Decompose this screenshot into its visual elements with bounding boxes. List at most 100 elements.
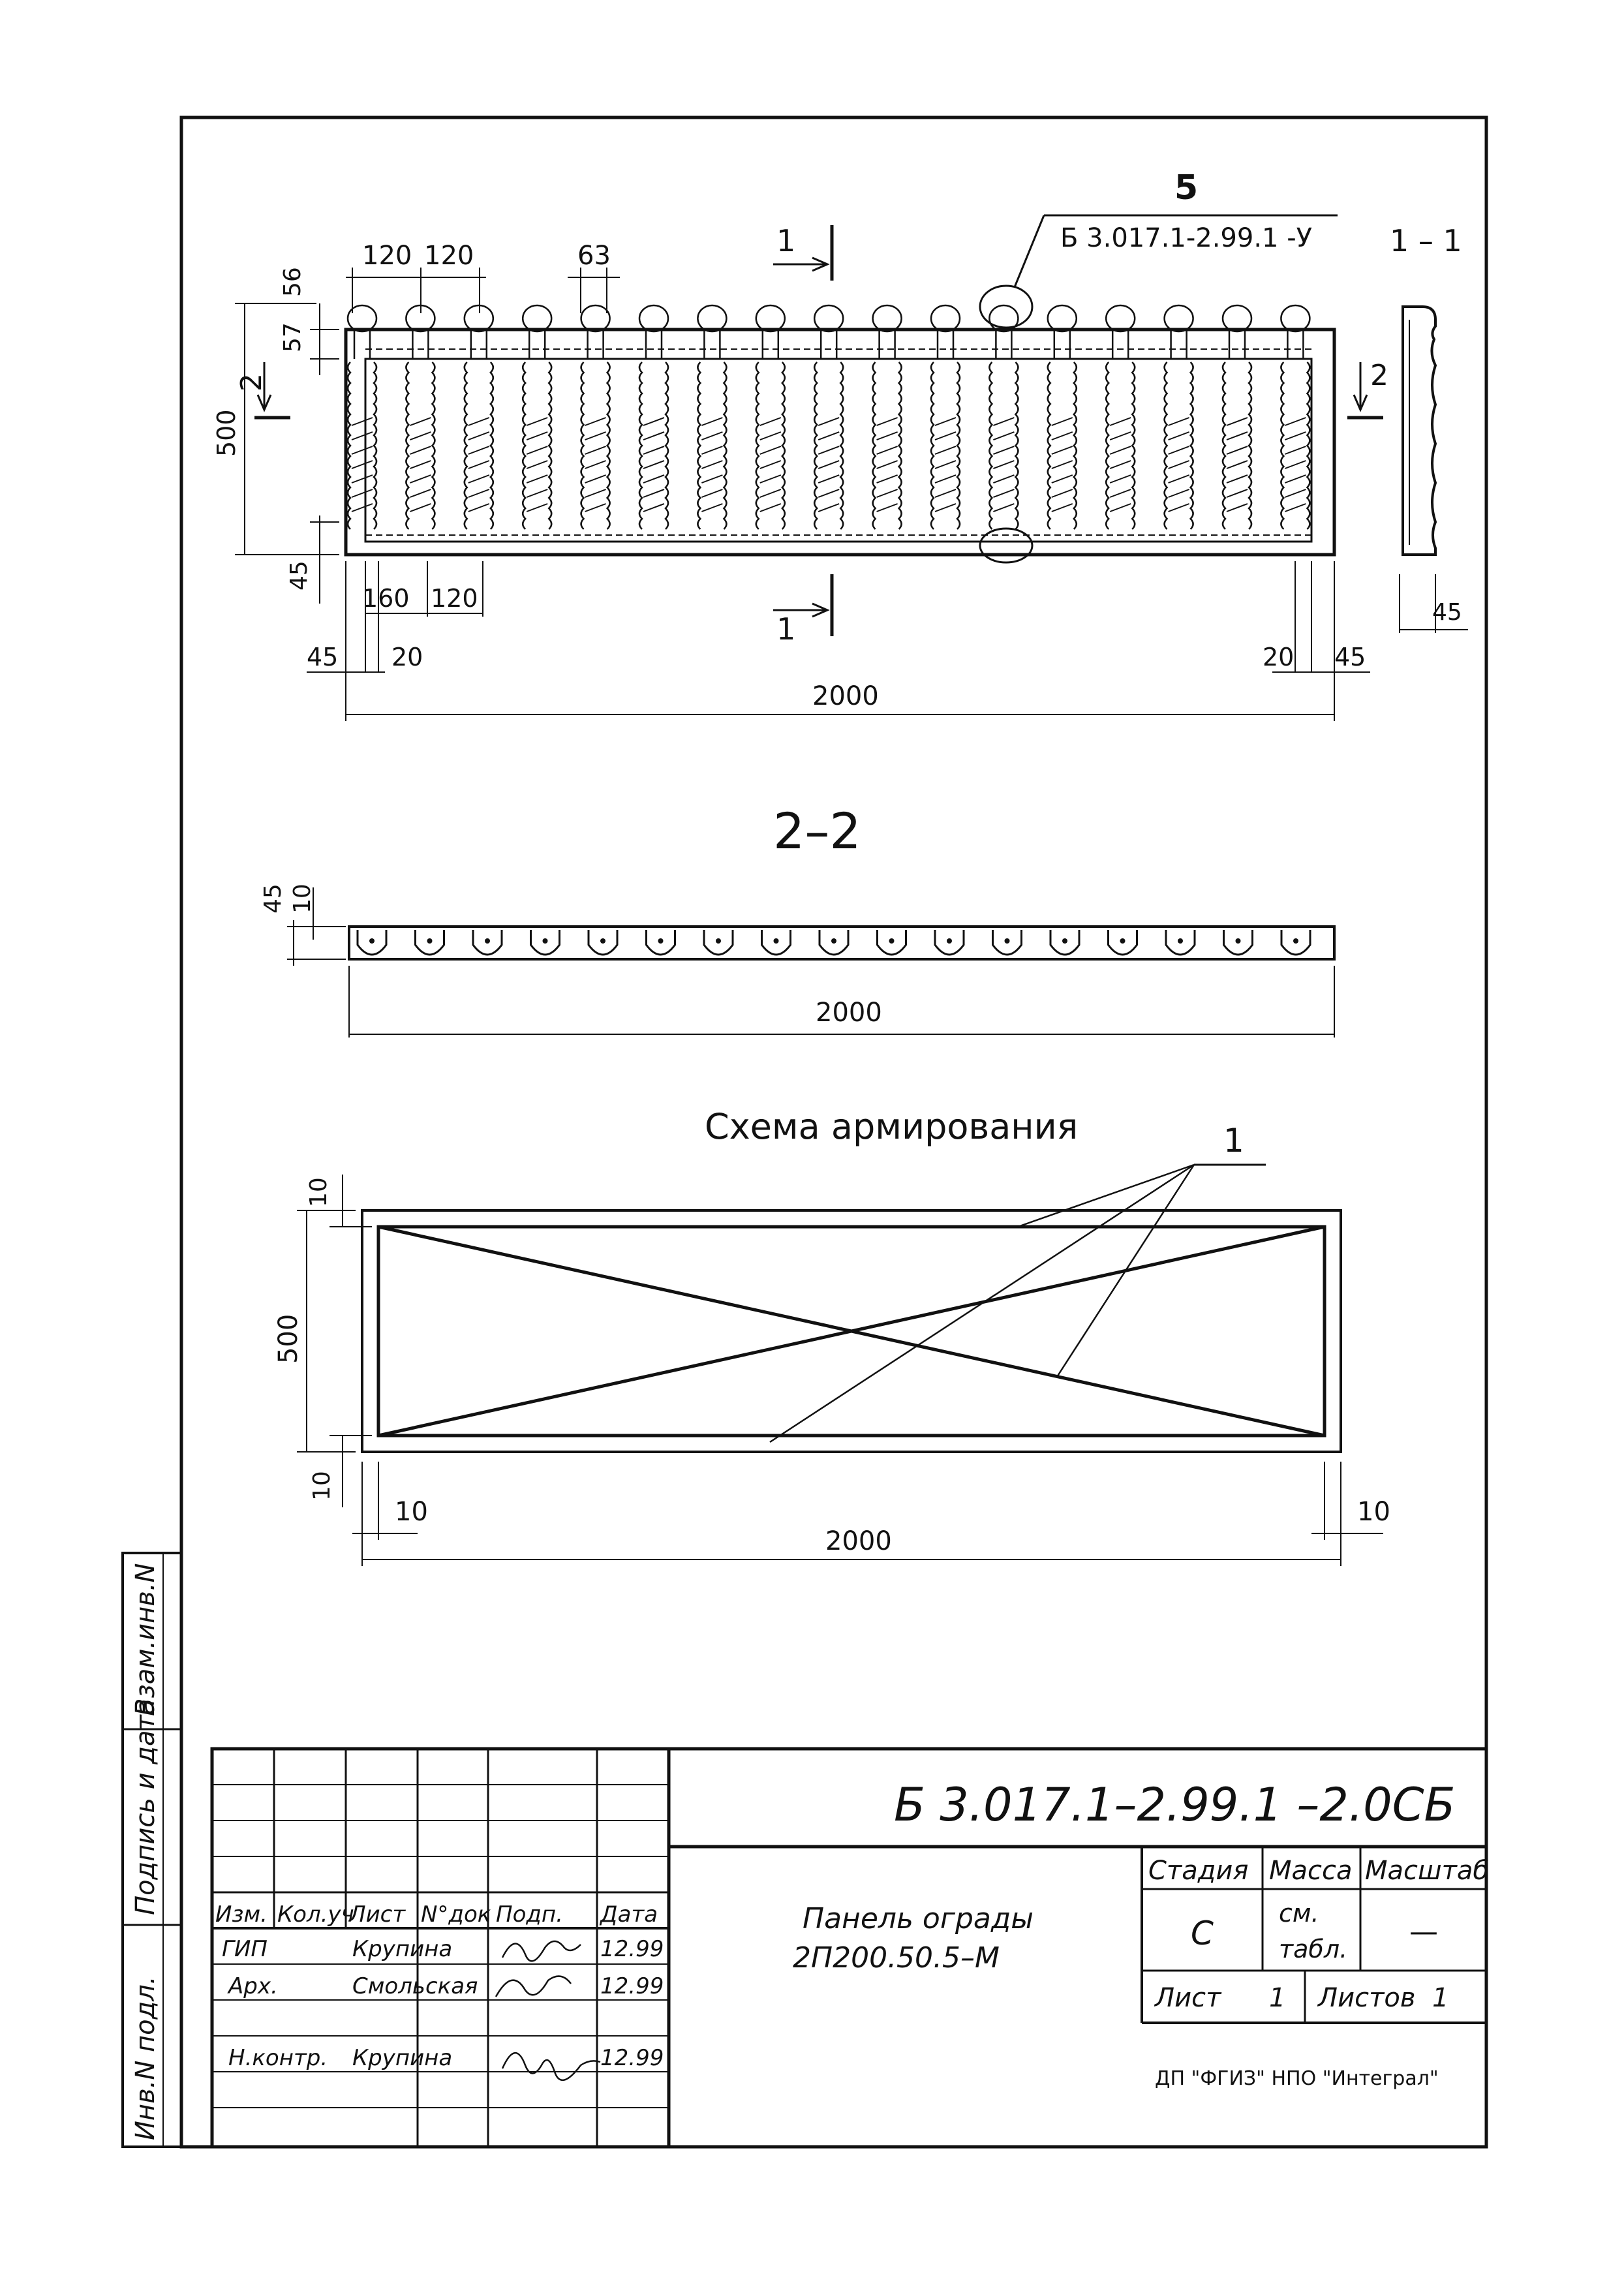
section-cup bbox=[934, 930, 965, 956]
head-izm: Изм. bbox=[215, 1901, 268, 1928]
dim-45-vertical: 45 bbox=[286, 561, 313, 591]
row-2-name: Смольская bbox=[352, 1973, 478, 1999]
dim-45-right: 45 bbox=[1334, 643, 1366, 671]
section-1-1-label: 1 – 1 bbox=[1390, 223, 1462, 258]
section-cup bbox=[1280, 930, 1311, 956]
balusters-group bbox=[346, 304, 1311, 530]
baluster bbox=[697, 304, 728, 530]
callout-number: 5 bbox=[1174, 168, 1198, 208]
head-podp: Подп. bbox=[496, 1901, 563, 1928]
section-2-2: 2–2 45 10 2000 bbox=[260, 802, 1336, 1038]
baluster bbox=[872, 304, 902, 530]
baluster bbox=[405, 304, 436, 530]
baluster bbox=[930, 304, 961, 530]
rf-dim-2000: 2000 bbox=[825, 1526, 892, 1556]
section-cup bbox=[761, 930, 791, 956]
baluster bbox=[1221, 304, 1253, 530]
baluster bbox=[638, 304, 669, 530]
section-1-label-bottom: 1 bbox=[776, 611, 795, 647]
sheet-label: Лист bbox=[1154, 1983, 1222, 2013]
baluster bbox=[463, 304, 495, 530]
rf-dim-10-left: 10 bbox=[395, 1497, 428, 1527]
dim-120-a: 120 bbox=[362, 241, 412, 271]
dim-45-side: 45 bbox=[1432, 599, 1462, 626]
baluster bbox=[988, 304, 1019, 530]
sec-dim-45: 45 bbox=[260, 884, 286, 914]
main-dimension-lines bbox=[235, 268, 1468, 721]
scale-value: — bbox=[1409, 1915, 1438, 1948]
section-cup bbox=[645, 930, 676, 956]
rf-dim-10-top: 10 bbox=[305, 1177, 332, 1207]
stage-value: С bbox=[1191, 1914, 1214, 1952]
row-2-role: Арх. bbox=[227, 1973, 278, 1999]
sheets-value: 1 bbox=[1432, 1983, 1448, 2013]
doc-code: Б 3.017.1–2.99.1 –2.0СБ bbox=[894, 1778, 1456, 1832]
reinforcement-scheme: Схема армирования 1 bbox=[273, 1106, 1390, 1566]
dim-45-left: 45 bbox=[307, 643, 338, 671]
reinforcement-title: Схема армирования bbox=[705, 1106, 1078, 1147]
row-2-date: 12.99 bbox=[600, 1973, 664, 1999]
dim-56: 56 bbox=[279, 267, 306, 297]
row-3-date: 12.99 bbox=[600, 2045, 664, 2071]
mass-value-1: см. bbox=[1279, 1899, 1319, 1928]
row-3-role: Н.контр. bbox=[228, 2045, 328, 2071]
baluster bbox=[813, 304, 844, 530]
section-cup bbox=[414, 930, 445, 956]
sheets-label: Листов bbox=[1317, 1983, 1415, 2013]
section-2-2-title: 2–2 bbox=[773, 802, 861, 860]
sec-dim-2000: 2000 bbox=[816, 998, 882, 1028]
scale-label: Масштаб bbox=[1365, 1856, 1489, 1886]
strip-inv-podl: Инв.N подл. bbox=[130, 1976, 161, 2140]
dim-160: 160 bbox=[362, 584, 410, 613]
dim-20-right: 20 bbox=[1263, 643, 1294, 671]
row-3-name: Крупина bbox=[352, 2045, 452, 2071]
baluster bbox=[755, 304, 786, 530]
section-cup bbox=[703, 930, 734, 956]
panel-front-view: 5 Б 3.017.1-2.99.1 -У 1 1 2 2 1 – 1 bbox=[212, 168, 1468, 721]
organization: ДП "ФГИЗ" НПО "Интеграл" bbox=[1155, 2067, 1439, 2090]
baluster bbox=[1163, 304, 1194, 530]
head-data: Дата bbox=[599, 1901, 658, 1928]
product-name-line-2: 2П200.50.5–М bbox=[793, 1941, 1000, 1975]
section-cup bbox=[876, 930, 907, 956]
rf-dim-10-right: 10 bbox=[1357, 1497, 1390, 1527]
left-strip: Взам.инв.N Подпись и дата Инв.N подл. bbox=[130, 1563, 161, 2140]
head-list: Лист bbox=[348, 1901, 406, 1928]
dim-500: 500 bbox=[212, 409, 241, 457]
baluster bbox=[1105, 304, 1136, 530]
detail-5-circle bbox=[979, 284, 1034, 329]
baluster bbox=[521, 304, 553, 530]
baluster bbox=[1047, 304, 1078, 530]
stage-label: Стадия bbox=[1148, 1856, 1248, 1886]
signatures bbox=[495, 1940, 601, 2082]
product-name-line-1: Панель ограды bbox=[803, 1902, 1034, 1935]
mass-label: Масса bbox=[1269, 1856, 1353, 1886]
dim-57: 57 bbox=[279, 322, 306, 352]
section-cup bbox=[1165, 930, 1196, 956]
rf-dim-500: 500 bbox=[273, 1314, 303, 1364]
section-cup bbox=[1049, 930, 1080, 956]
section-cup bbox=[1107, 930, 1138, 956]
dim-63: 63 bbox=[577, 241, 611, 271]
head-kol: Кол.уч bbox=[277, 1901, 354, 1928]
mass-value-2: табл. bbox=[1279, 1935, 1347, 1963]
section-cups-group bbox=[356, 930, 1311, 956]
sec-dim-10: 10 bbox=[289, 884, 316, 914]
section-cup bbox=[356, 930, 388, 956]
sheet-value: 1 bbox=[1269, 1983, 1285, 2013]
section-1-label-top: 1 bbox=[776, 223, 795, 258]
row-1-date: 12.99 bbox=[600, 1936, 664, 1962]
section-2-label-right: 2 bbox=[1370, 359, 1388, 392]
section-cup bbox=[818, 930, 850, 956]
callout-reference: Б 3.017.1-2.99.1 -У bbox=[1060, 223, 1312, 253]
section-cup bbox=[1223, 930, 1253, 956]
head-ndok: N°док bbox=[421, 1901, 491, 1928]
baluster bbox=[580, 304, 611, 530]
rf-dim-10-bottom: 10 bbox=[309, 1471, 335, 1501]
dim-120-c: 120 bbox=[431, 584, 478, 613]
section-2-label-left: 2 bbox=[235, 373, 268, 392]
reinforcement-leader-label: 1 bbox=[1223, 1122, 1244, 1160]
strip-podpis-data: Подпись и дата bbox=[130, 1699, 161, 1915]
side-profile bbox=[1402, 305, 1437, 556]
